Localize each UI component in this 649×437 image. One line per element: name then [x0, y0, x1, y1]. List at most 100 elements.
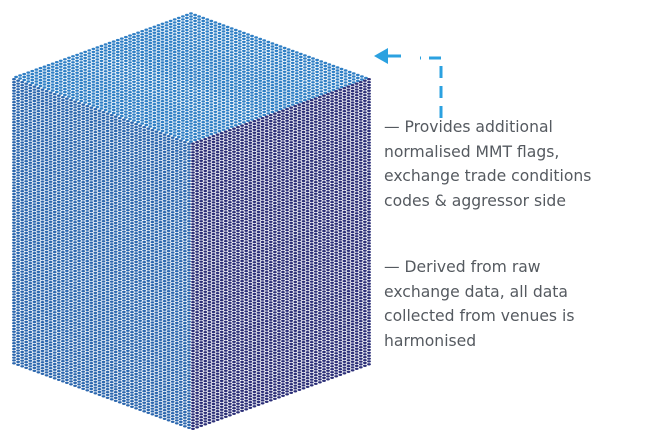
cube-dot [89, 295, 94, 299]
cube-dot [130, 302, 134, 305]
cube-dot [307, 67, 311, 71]
cube-dot [61, 360, 65, 363]
cube-dot [93, 357, 98, 361]
cube-dot [36, 135, 41, 139]
cube-dot [28, 350, 33, 354]
cube-dot [274, 103, 279, 106]
cube-dot [56, 275, 61, 278]
cube-dot [101, 283, 106, 286]
cube-dot [36, 184, 41, 187]
cube-dot [122, 244, 126, 248]
cube-dot [181, 122, 185, 125]
cube-dot [107, 41, 112, 45]
cube-dot [156, 113, 161, 116]
cube-dot [81, 373, 86, 376]
cube-dot [36, 247, 41, 251]
cube-dot [56, 229, 61, 232]
cube-dot [65, 358, 69, 362]
cube-dot [136, 111, 141, 115]
cube-dot [181, 68, 185, 72]
cube-dot [36, 109, 41, 113]
cube-dot [144, 117, 149, 121]
cube-dot [105, 307, 110, 310]
cube-dot [101, 220, 106, 223]
cube-dot [97, 287, 102, 290]
cube-dot [303, 54, 307, 57]
cube-dot [99, 92, 104, 95]
cube-dot [126, 157, 130, 160]
cube-dot [40, 286, 45, 289]
cube-dot [294, 60, 299, 63]
cube-dot [28, 342, 33, 345]
cube-dot [331, 70, 336, 74]
cube-dot [69, 331, 73, 334]
cube-dot [201, 97, 206, 100]
cube-dot [156, 110, 161, 113]
cube-dot [132, 80, 136, 84]
cube-dot [52, 273, 57, 277]
cube-dot [122, 382, 126, 385]
cube-dot [12, 80, 16, 84]
cube-dot [117, 392, 122, 395]
cube-dot [290, 97, 295, 100]
cube-dot [65, 232, 69, 235]
cube-dot [97, 143, 102, 147]
cube-dot [109, 269, 114, 272]
cube-dot [44, 95, 49, 99]
cube-dot [225, 40, 230, 44]
cube-dot [164, 33, 169, 36]
cube-dot [101, 200, 106, 203]
cube-dot [298, 64, 303, 68]
cube-dot [303, 69, 307, 72]
cube-dot [126, 252, 130, 255]
cube-dot [115, 89, 120, 92]
cube-dot [52, 207, 57, 211]
cube-dot [54, 75, 59, 79]
cube-dot [20, 141, 25, 144]
cube-dot [130, 242, 134, 245]
cube-dot [197, 33, 202, 36]
cube-dot [197, 45, 202, 48]
cube-dot [36, 362, 41, 365]
cube-dot [233, 28, 238, 32]
cube-dot [81, 163, 86, 167]
cube-dot [233, 37, 238, 41]
cube-dot [134, 272, 139, 275]
cube-dot [69, 365, 73, 369]
cube-dot [65, 258, 69, 261]
cube-dot [93, 222, 98, 226]
cube-dot [65, 189, 69, 192]
cube-dot [250, 97, 254, 100]
cube-dot [115, 95, 120, 98]
cube-dot [44, 319, 49, 322]
cube-dot [89, 356, 94, 359]
cube-dot [274, 49, 279, 53]
cube-dot [105, 169, 110, 173]
cube-dot [193, 19, 198, 23]
cube-dot [233, 103, 238, 106]
cube-dot [75, 95, 79, 98]
cube-dot [101, 323, 106, 326]
cube-dot [122, 279, 126, 282]
cube-dot [107, 50, 112, 54]
cube-dot [85, 308, 90, 312]
cube-dot [307, 82, 311, 86]
cube-dot [134, 191, 139, 195]
cube-dot [109, 148, 114, 151]
cube-dot [152, 64, 157, 67]
cube-dot [75, 62, 79, 65]
cube-dot [81, 226, 86, 230]
cube-dot [111, 85, 116, 88]
cube-dot [315, 82, 319, 86]
cube-dot [126, 366, 130, 370]
cube-dot [56, 292, 61, 295]
cube-dot [101, 228, 106, 232]
cube-dot [36, 127, 41, 130]
cube-dot [152, 126, 157, 130]
cube-dot [65, 157, 69, 161]
cube-dot [69, 383, 73, 386]
cube-dot [28, 333, 33, 337]
cube-dot [97, 181, 102, 184]
cube-dot [126, 140, 130, 143]
cube-dot [347, 73, 352, 77]
